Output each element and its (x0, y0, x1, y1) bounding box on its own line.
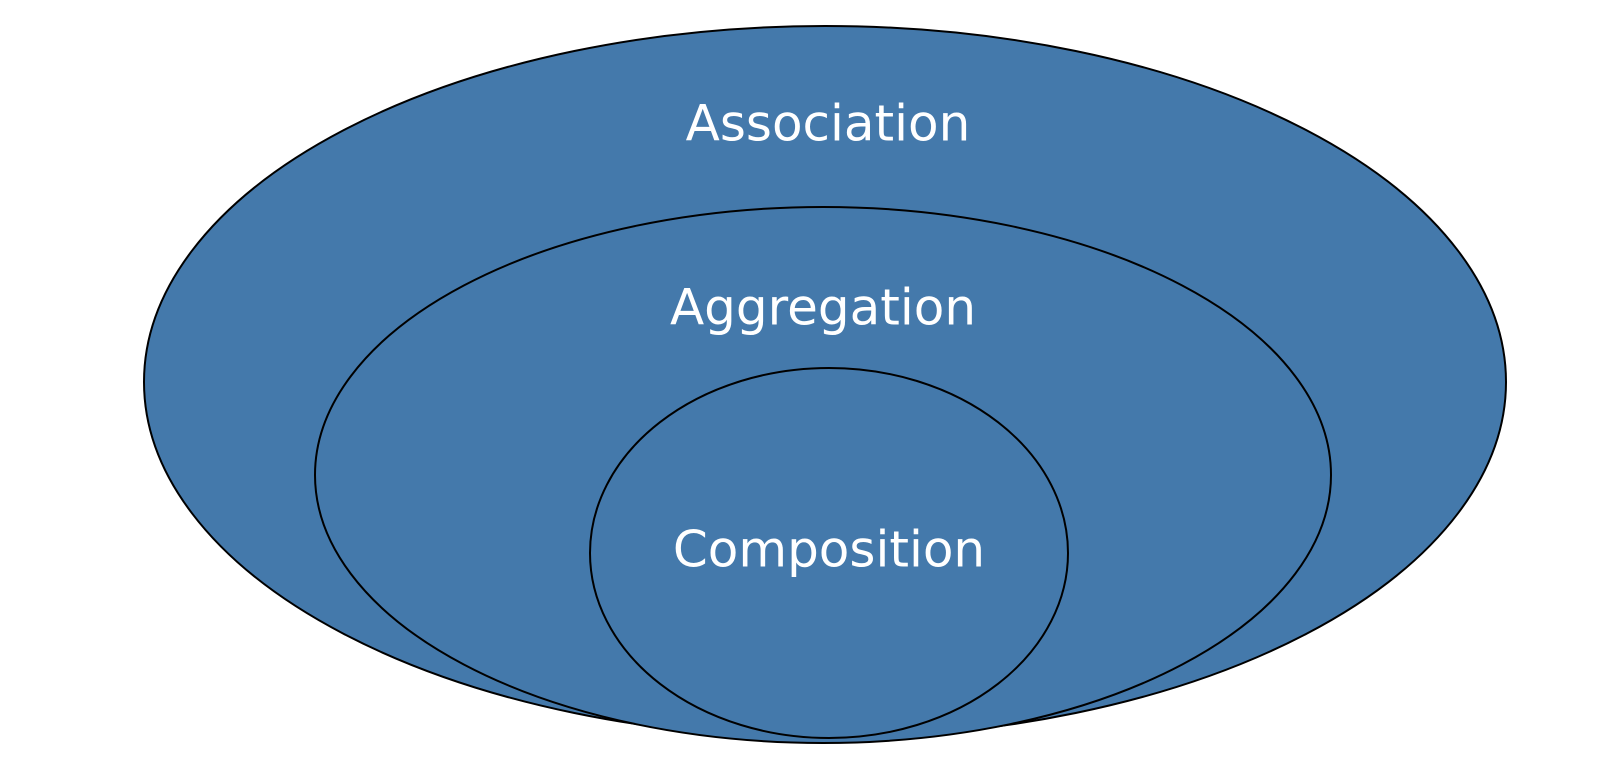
composition-label: Composition (673, 521, 985, 579)
aggregation-label: Aggregation (670, 279, 976, 337)
composition-ellipse (589, 367, 1069, 739)
association-label: Association (686, 95, 971, 153)
composition-set: Composition (589, 367, 1069, 739)
